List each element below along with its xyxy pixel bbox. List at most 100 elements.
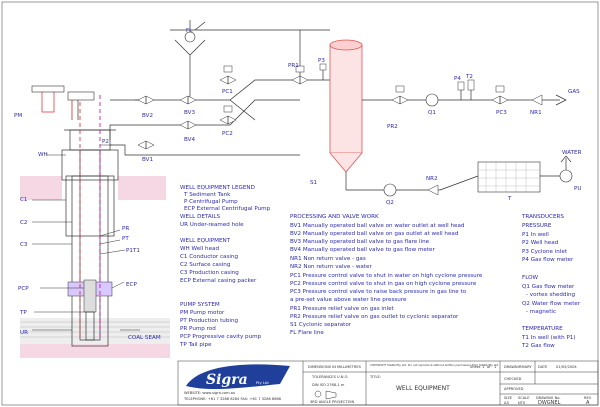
legend-details-item: UR Under-reamed hole <box>180 222 244 228</box>
legend-temp-item: T2 Gas flow <box>521 343 555 349</box>
surface-casing <box>65 175 115 237</box>
tolerances: TOLERANCES U.N.O. <box>311 375 348 379</box>
label-nr1: NR1 <box>530 110 542 116</box>
legend-pressure-item: P2 Well head <box>522 240 559 246</box>
label-ur: UR <box>20 330 28 336</box>
label-pr1: PR1 <box>288 63 299 69</box>
title-block: Sigra Pty Ltd WEBSITE: www.sigra.com.au … <box>177 360 599 406</box>
standard: DIN ISO 2768-1 m <box>312 383 345 387</box>
transducer-p3 <box>319 63 327 71</box>
scale: NTS <box>518 401 526 405</box>
valve-bv3 <box>179 95 197 105</box>
legend-flow-item: Q1 Gas flow meter <box>522 284 575 290</box>
copyright: COPYRIGHT SIGRA Pty Ltd. Do not reproduc… <box>370 363 498 367</box>
approved-label: APPROVED <box>504 387 524 391</box>
legend-process-item: S1 Cyclonic separator <box>290 322 352 328</box>
logo-text: Sigra <box>206 372 248 388</box>
sheet-no: 1 <box>482 365 484 369</box>
label-ecp: ECP <box>126 282 137 288</box>
valve-bv1 <box>137 140 155 150</box>
legend-equipment-item: ECP External Centrifugal Pump <box>184 206 271 212</box>
progressive-cavity-pump <box>83 279 97 313</box>
drawing-title: WELL EQUIPMENT <box>396 385 450 392</box>
drawn-label: DRAWN <box>504 365 518 369</box>
legend-temp-item: T1 In well (with P1) <box>521 335 576 341</box>
legend-pump-item: PCP Progressive cavity pump <box>180 334 262 340</box>
tail-pipe <box>85 311 95 341</box>
sediment-tank <box>477 161 541 193</box>
label-p2-well: P2 <box>102 139 109 145</box>
legend-process-item: PR1 Pressure relief valve on gas inlet <box>290 306 395 312</box>
legend-temp-title: TEMPERATURE <box>521 326 563 332</box>
legend-process-item: FL Flare line <box>290 330 324 336</box>
legend-pump-item: TP Tail pipe <box>179 342 212 348</box>
sigra-logo <box>186 364 290 390</box>
legend-process-item: PR2 Pressure relief valve on gas outlet … <box>290 314 459 320</box>
checked-label: CHECKED <box>504 377 522 381</box>
label-p1t1: P1T1 <box>126 248 140 254</box>
well-section: PM WH P2 C1 C2 C3 PCP TP UR PR PT P1T1 E… <box>14 85 170 358</box>
valve-pr1 <box>291 65 309 85</box>
label-gas: GAS <box>568 89 580 95</box>
valve-nr2 <box>427 184 439 196</box>
legend-process-item: PC1 Pressure control valve to shut in wa… <box>290 273 483 279</box>
drawing-no-label: DRAWING No. <box>536 396 561 400</box>
ground-right <box>118 176 166 200</box>
label-coal-seam: COAL SEAM <box>128 335 161 341</box>
legend-details-title: WELL DETAILS <box>180 214 220 220</box>
label-wh: WH <box>38 152 48 158</box>
valve-pc2 <box>219 105 237 125</box>
label-pcp: PCP <box>18 286 29 292</box>
scale-label: SCALE <box>518 396 530 400</box>
legend-process-item: BV4 Manually operated ball valve to gas … <box>290 247 435 253</box>
label-pc3: PC3 <box>496 110 507 116</box>
process-piping: FL BV2 BV3 BV4 BV1 PC1 PC2 PR1 P3 S1 PR2… <box>109 20 582 206</box>
legend-well-item: C2 Surface casing <box>180 262 231 268</box>
legend-process-item: BV1 Manually operated ball valve on wate… <box>290 223 465 229</box>
size: A3 <box>504 401 509 405</box>
legend-process-title: PROCESSING AND VALVE WORK <box>290 214 379 220</box>
legend-well-title: WELL EQUIPMENT <box>180 238 231 244</box>
sheet-total: 1 <box>494 365 496 369</box>
legend-well-item: C1 Conductor casing <box>180 254 238 260</box>
legend-process-item: BV3 Manually operated ball valve to gas … <box>290 239 430 245</box>
legend-equipment-item: T Sediment Tank <box>183 192 231 198</box>
date-label: DATE <box>538 365 548 369</box>
legend-pump-item: PM Pump motor <box>180 310 225 316</box>
valve-pr2 <box>391 85 409 105</box>
label-bv1: BV1 <box>142 157 153 163</box>
pump-motor <box>41 89 55 113</box>
logo-sub: Pty Ltd <box>256 381 269 385</box>
label-c2: C2 <box>20 220 27 226</box>
legend: WELL EQUIPMENT LEGEND T Sediment Tank P … <box>179 185 581 349</box>
label-p3: P3 <box>318 58 325 64</box>
label-pc1: PC1 <box>222 89 233 95</box>
label-s1: S1 <box>310 180 318 186</box>
label-q2: Q2 <box>386 200 394 206</box>
legend-flow-title: FLOW <box>522 275 539 281</box>
label-water: WATER <box>562 150 582 156</box>
conductor-casing <box>61 149 119 181</box>
legend-pump-item: PR Pump rod <box>180 326 216 332</box>
label-c1: C1 <box>20 197 28 203</box>
transducer-t2 <box>467 79 475 91</box>
label-c3: C3 <box>20 242 28 248</box>
contact-phone: TELEPHONE: +61 7 3286 6264 FAX: +61 7 32… <box>183 397 282 401</box>
production-casing <box>71 175 109 347</box>
rev-label: REV <box>584 396 592 400</box>
legend-well-item: WH Well head <box>180 246 219 252</box>
ground-bottom <box>20 344 170 358</box>
label-pr: PR <box>122 226 129 232</box>
legend-equipment-title: WELL EQUIPMENT LEGEND <box>180 185 255 191</box>
legend-flow-item: - magnetic <box>526 309 556 315</box>
valve-bv4 <box>179 120 197 130</box>
label-t2: T2 <box>465 74 473 80</box>
label-pc2: PC2 <box>222 131 233 137</box>
transducer-p4 <box>457 81 465 91</box>
valve-pc1 <box>219 65 237 85</box>
drawn-by: IRMARY <box>518 365 532 369</box>
legend-equipment-item: P Centrifugal Pump <box>184 199 238 205</box>
projection: 3RD ANGLE PROJECTION <box>310 400 354 404</box>
legend-process-item: NR1 Non return valve - gas <box>290 256 366 262</box>
